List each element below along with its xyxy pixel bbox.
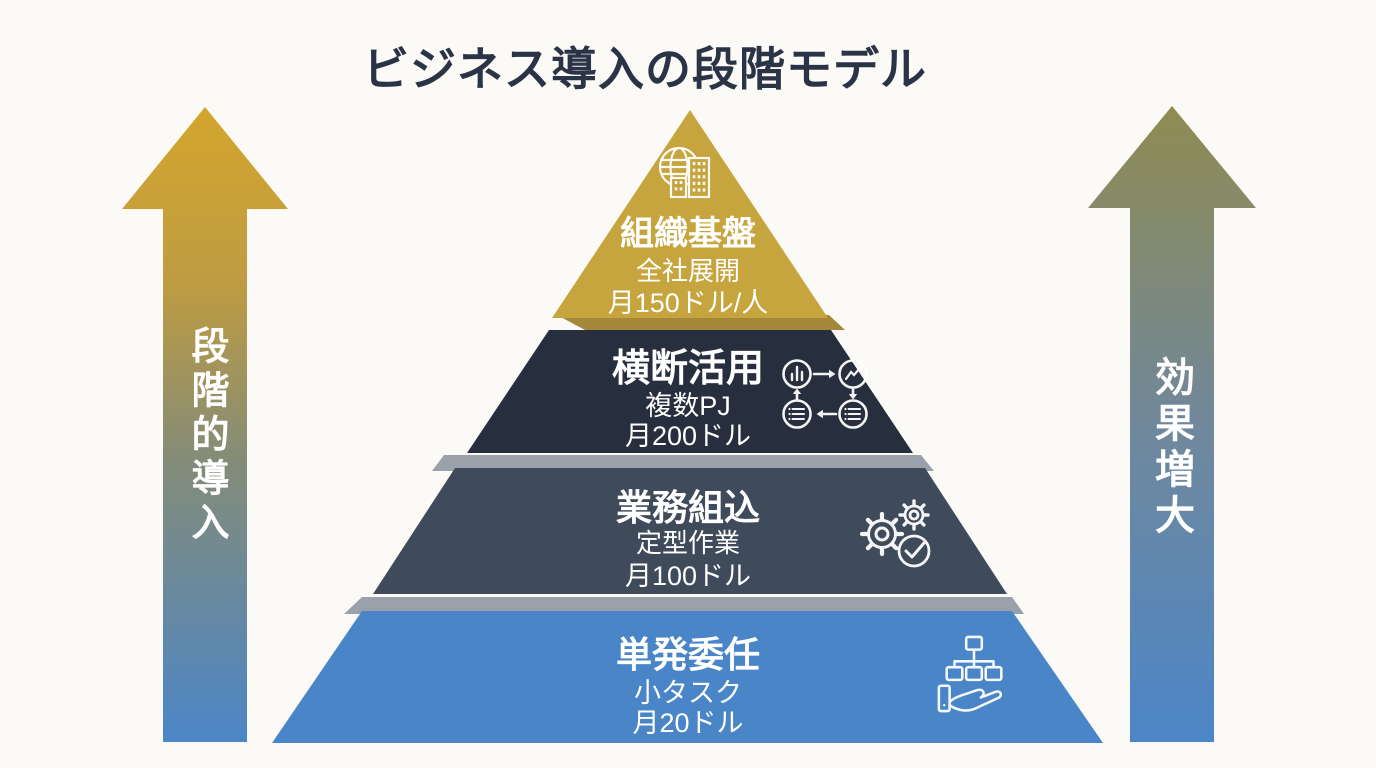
workflow-cycle-icon [777, 355, 873, 433]
tier4-name: 単発委任 [615, 634, 760, 675]
orgchart-shape [945, 635, 1003, 682]
tier1-shadow-band [557, 315, 845, 330]
tier2-detail: 複数PJ [645, 391, 731, 421]
tier1-price: 月150ドル/人 [607, 288, 769, 318]
small-gear-shape [898, 499, 930, 531]
cycle-node-trend [838, 359, 868, 389]
gears-check-icon [856, 498, 938, 572]
globe-buildings-icon [652, 141, 724, 211]
tier1-detail: 全社展開 [635, 256, 740, 286]
tier2-separator-band [432, 455, 934, 471]
cycle-node-list-left [782, 399, 812, 429]
tier3-name: 業務組込 [615, 487, 760, 528]
left-arrow-label: 段階的導入 [185, 326, 227, 546]
pyramid-tier-4-shape [272, 611, 1103, 743]
tier2-price: 月200ドル [624, 421, 752, 451]
page-title: ビジネス導入の段階モデル [363, 43, 927, 95]
tier3-separator-band [344, 597, 1024, 614]
cycle-node-barchart [782, 359, 812, 389]
tier1-name: 組織基盤 [620, 215, 756, 253]
pyramid-tier-3-shape [373, 468, 1007, 594]
right-arrow-label: 効果増大 [1149, 356, 1193, 540]
buildings-shape [669, 156, 711, 199]
left-up-arrow [122, 107, 288, 742]
tier4-detail: 小タスク [634, 678, 742, 708]
check-circle-shape [897, 534, 931, 568]
tier3-price: 月100ドル [624, 561, 752, 591]
open-hand-shape [937, 684, 1003, 713]
large-gear-shape [859, 511, 905, 557]
cycle-node-list-right [838, 399, 868, 429]
cycle-arrows [792, 369, 858, 419]
right-up-arrow [1088, 106, 1256, 742]
tier3-detail: 定型作業 [635, 528, 740, 558]
tier2-name: 横断活用 [611, 348, 764, 390]
pyramid-tier-1-shape [552, 110, 828, 318]
hand-orgchart-icon [934, 634, 1014, 714]
tier4-price: 月20ドル [632, 708, 744, 738]
